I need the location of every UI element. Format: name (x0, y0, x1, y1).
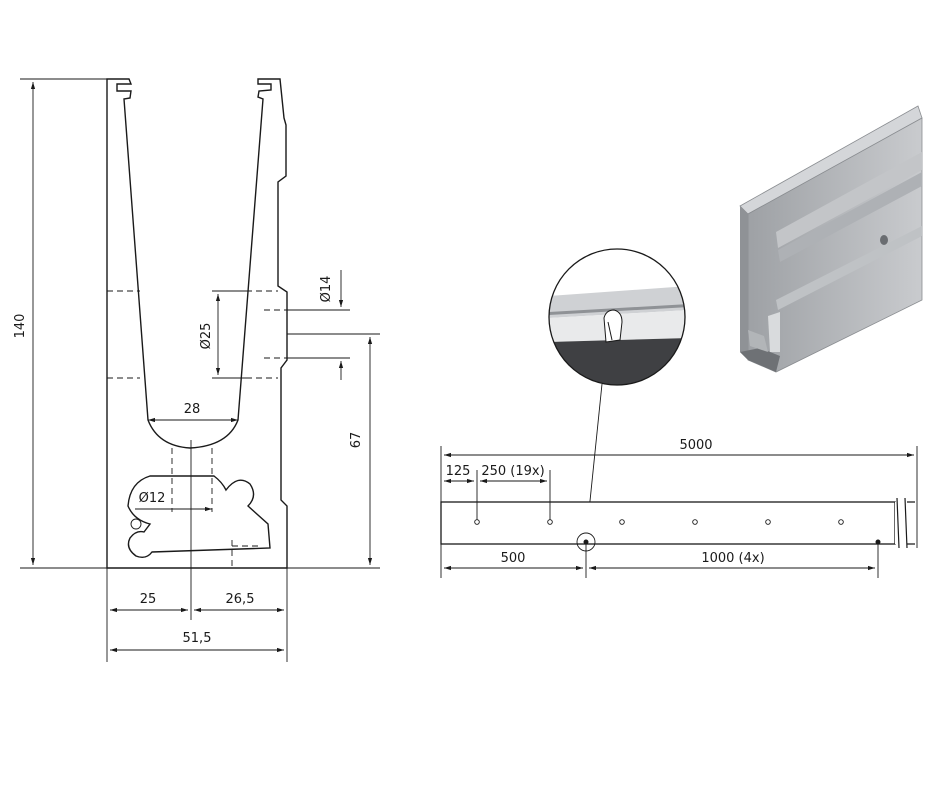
dim-right-part: 26,5 (226, 592, 255, 607)
dim-total-width: 51,5 (183, 631, 212, 646)
dim-hole-inner: Ø25 (199, 323, 214, 350)
dim-total-length: 5000 (679, 438, 712, 453)
rail-elevation: 5000 125 250 (19x) 500 1000 (4x) (440, 438, 918, 578)
dim-hole-outer: Ø14 (319, 276, 334, 303)
dim-slot-width: 28 (184, 402, 201, 417)
dim-channel: Ø12 (139, 491, 166, 506)
rail-body (440, 501, 896, 545)
dim-hole-height: 67 (349, 432, 364, 449)
rail-hole (692, 519, 698, 525)
profile-outline (106, 78, 288, 569)
rail-mount-hole (875, 539, 881, 545)
rail-hole (619, 519, 625, 525)
dim-hole-pitch: 250 (19x) (481, 464, 544, 479)
channel-chamber (127, 475, 271, 559)
rail-hole (765, 519, 771, 525)
rail-mount-hole (583, 539, 589, 545)
profile-3d-view (739, 105, 923, 373)
profile-section: 140 67 Ø25 Ø14 28 Ø12 25 26,5 51,5 (13, 78, 380, 662)
hole-detail-view (548, 248, 686, 541)
dim-start-offset: 500 (501, 551, 526, 566)
dim-first-hole: 125 (446, 464, 471, 479)
dim-height: 140 (13, 314, 28, 339)
rail-hole (838, 519, 844, 525)
dim-segment-pitch: 1000 (4x) (701, 551, 764, 566)
dim-left-part: 25 (140, 592, 157, 607)
